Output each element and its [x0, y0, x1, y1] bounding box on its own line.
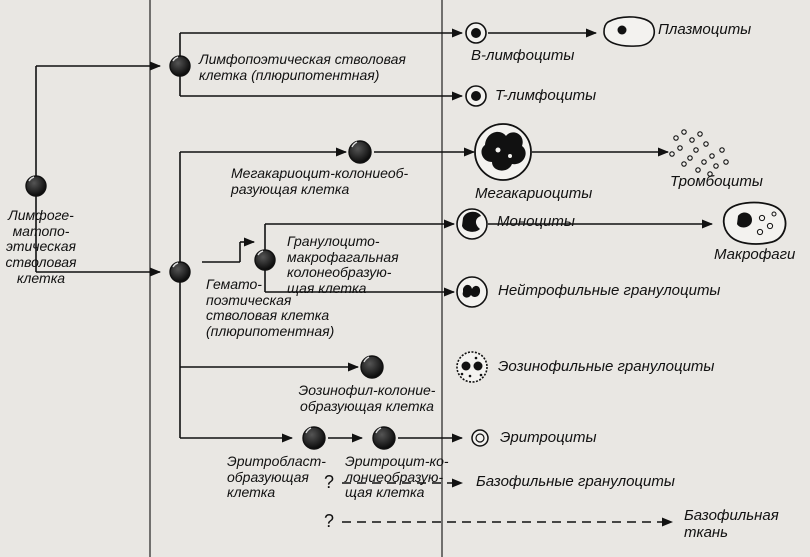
- eosinophil-granulocytes-label: Эозинофильные гранулоциты: [498, 358, 715, 375]
- plasmocytes-label: Плазмоциты: [658, 21, 752, 38]
- eosinophil-cell: [456, 351, 488, 383]
- plasmocyte-cell: [603, 16, 656, 47]
- granulocyte-macrophage-cfu-cell: [254, 249, 276, 271]
- hematopoietic-stem-label: Гемато- поэтическая стволовая клетка (пл…: [206, 276, 335, 340]
- megakaryocyte-cfu-label: Мегакариоцит-колониеоб- разующая клетка: [231, 165, 409, 197]
- t-lymphocytes-label: T-лимфоциты: [495, 87, 597, 104]
- neutrophil-cell: [456, 276, 488, 308]
- macrophages-label: Макрофаги: [714, 246, 796, 263]
- erythrocyte-cfu-label: Эритроцит-ко- лониеобразую- щая клетка: [345, 453, 449, 501]
- b-lymphocytes-label: B-лимфоциты: [471, 47, 575, 64]
- t-lymphocyte-cell: [465, 85, 487, 107]
- erythrocyte-cfu-cell: [372, 426, 396, 450]
- unknown-paths: [342, 478, 674, 527]
- neutrophil-granulocytes-label: Нейтрофильные гранулоциты: [498, 282, 721, 299]
- lymphoid-progenitor-cell: [25, 175, 47, 197]
- erythroblast-forming-cell: [302, 426, 326, 450]
- eosinophil-cfu-label: Эозинофил-колоние- образующая клетка: [298, 382, 436, 414]
- b-lymphocyte-cell: [465, 22, 487, 44]
- progenitor-cells: [25, 55, 396, 450]
- thrombocytes-cluster: [669, 129, 729, 177]
- unknown-origin-mark-1: ?: [324, 472, 335, 492]
- erythrocytes-label: Эритроциты: [500, 429, 597, 446]
- monocyte-cell: [456, 208, 488, 240]
- megakaryocyte-cell: [474, 123, 532, 181]
- basophil-granulocytes-label: Базофильные гранулоциты: [476, 473, 675, 490]
- lymphopoietic-stem-label: Лимфопоэтическая стволовая клетка (плюри…: [199, 51, 406, 83]
- monocytes-label: Моноциты: [497, 213, 575, 230]
- hematopoietic-stem-cell: [169, 261, 191, 283]
- root-branches: [35, 61, 162, 277]
- myeloid-branches: [179, 147, 714, 443]
- unknown-origin-mark-2: ?: [324, 511, 335, 531]
- basophil-tissue-label: Базофильная ткань: [684, 507, 779, 541]
- eosinophil-cfu-cell: [360, 355, 384, 379]
- lymphopoietic-stem-cell: [169, 55, 191, 77]
- granulocyte-macrophage-cfu-label: Гранулоцито- макрофагальная колонеобразу…: [287, 233, 399, 297]
- thrombocytes-label: Тромбоциты: [670, 173, 763, 190]
- lymphoid-progenitor-label: Лимфоге- матопо- этическая стволовая кле…: [5, 207, 77, 286]
- megakaryocytes-label: Мегакариоциты: [475, 185, 593, 202]
- erythrocyte-cell: [471, 429, 489, 447]
- megakaryocyte-cfu-cell: [348, 140, 372, 164]
- erythroblast-forming-label: Эритробласт- образующая клетка: [227, 453, 326, 501]
- macrophage-cell: [722, 201, 787, 245]
